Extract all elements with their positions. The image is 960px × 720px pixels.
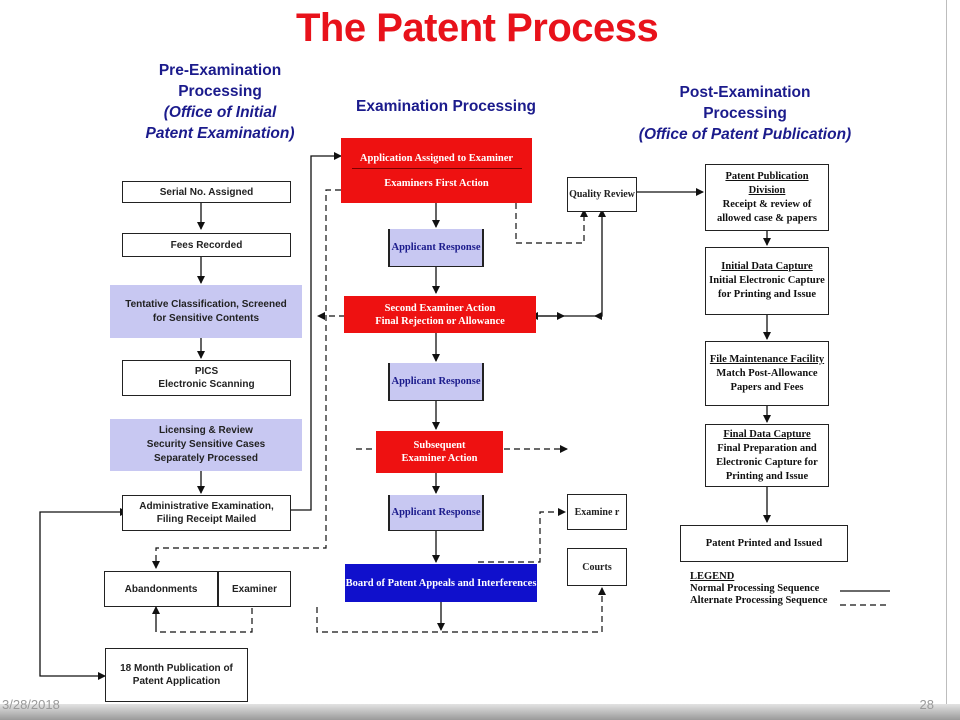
applicant-response-2-box: Applicant Response: [388, 363, 484, 401]
applicant-response-3-box: Applicant Response: [388, 495, 484, 531]
footer-bar: [0, 704, 960, 720]
pre-exam-header: Pre-Examination Processing (Office of In…: [140, 60, 300, 144]
post-exam-header-line2: Processing: [703, 105, 787, 122]
tentative-classification-box: Tentative Classification, Screened for S…: [110, 285, 302, 338]
board-of-appeals-box: Board of Patent Appeals and Interference…: [345, 564, 537, 602]
legend: LEGEND Normal Processing Sequence Altern…: [690, 571, 827, 607]
courts-box: Courts: [567, 548, 627, 586]
quality-review-box: Quality Review: [567, 177, 637, 212]
post-exam-header-line3: (Office of Patent Publication): [638, 126, 852, 143]
application-assigned-label: Application Assigned to Examiner: [351, 152, 522, 169]
legend-title: LEGEND: [690, 571, 735, 582]
page-title: The Patent Process: [296, 6, 659, 50]
examiner-right-box: Examine r: [567, 494, 627, 530]
applicant-response-1-box: Applicant Response: [388, 229, 484, 267]
pre-exam-header-line1: Pre-Examination: [158, 62, 282, 79]
post-exam-header-line1: Post-Examination: [679, 84, 811, 101]
post-exam-header: Post-Examination Processing (Office of P…: [630, 82, 860, 145]
first-action-label: Examiners First Action: [384, 177, 489, 189]
pre-exam-header-line2: Processing: [178, 83, 262, 100]
application-assigned-box: Application Assigned to Examiner Examine…: [341, 138, 532, 203]
abandonments-box: Abandonments: [104, 571, 218, 607]
admin-examination-box: Administrative Examination, Filing Recei…: [122, 495, 291, 531]
fees-recorded-box: Fees Recorded: [122, 233, 291, 257]
pre-exam-header-line4: Patent Examination): [145, 125, 295, 142]
legend-normal: Normal Processing Sequence: [690, 583, 820, 594]
examiner-left-box: Examiner: [218, 571, 291, 607]
footer-date: 3/28/2018: [2, 697, 60, 712]
serial-assigned-box: Serial No. Assigned: [122, 181, 291, 203]
exam-header: Examination Processing: [355, 98, 537, 115]
legend-alternate: Alternate Processing Sequence: [690, 595, 828, 606]
pre-exam-header-line3: (Office of Initial: [163, 104, 277, 121]
patent-printed-box: Patent Printed and Issued: [680, 525, 848, 562]
subsequent-examiner-action-box: Subsequent Examiner Action: [376, 431, 503, 473]
month18-publication-box: 18 Month Publication of Patent Applicati…: [105, 648, 248, 702]
footer-page-number: 28: [919, 697, 934, 712]
